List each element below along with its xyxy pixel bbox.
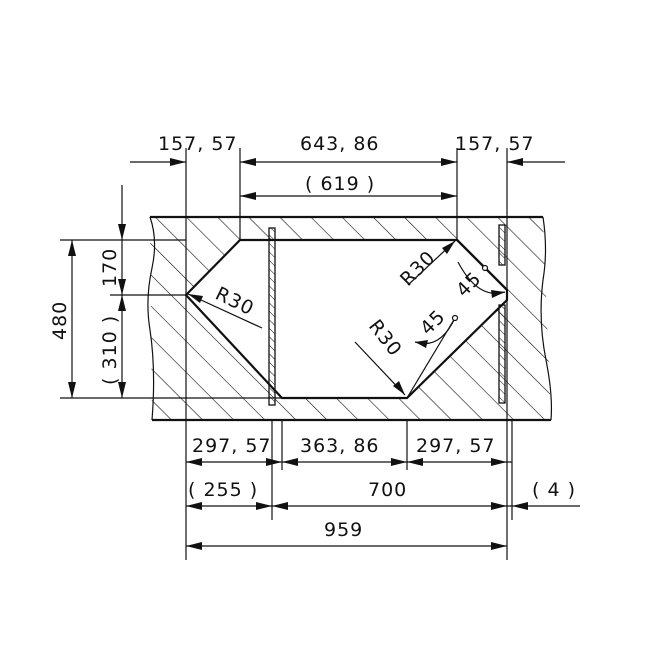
radius-left-leader	[187, 293, 263, 329]
dim-inner-ref: ( 619 )	[305, 173, 375, 195]
overall-dimension	[186, 542, 507, 550]
angle-lower-marks	[406, 314, 459, 399]
radius-right-top-leader	[407, 240, 456, 286]
bottom-dimension-row-2	[186, 502, 580, 510]
dim-bottom-mid: 363, 86	[300, 435, 380, 457]
radius-right-bottom-label: R30	[364, 316, 406, 361]
angle-upper-marks	[456, 239, 506, 298]
dim-bottom-left: 297, 57	[192, 435, 272, 457]
angle-upper-label: 45	[452, 267, 486, 301]
left-dimension-lines	[68, 185, 126, 398]
dim-top-mid: 643, 86	[300, 133, 380, 155]
top-dimension-line	[130, 158, 565, 166]
worktop-section	[147, 215, 553, 422]
radius-right-bottom-leader	[354, 341, 406, 396]
radius-left-label: R30	[212, 283, 258, 320]
bottom-dimension-row-1	[186, 458, 512, 466]
dim-overall: 959	[324, 519, 363, 541]
dim-ref-right: ( 4 )	[532, 479, 576, 501]
bowl-divider-right	[498, 224, 506, 404]
dim-ref-left: ( 255 )	[188, 479, 258, 501]
dim-height-ref: ( 310 )	[99, 315, 121, 385]
radius-right-top-label: R30	[396, 246, 440, 290]
dim-height-total: 480	[49, 301, 71, 340]
dim-bottom-right: 297, 57	[416, 435, 496, 457]
inner-ref-dimension	[240, 192, 457, 200]
dim-height-top: 170	[99, 248, 121, 287]
bowl-divider-left	[268, 227, 276, 406]
dim-top-left: 157, 57	[158, 133, 238, 155]
dim-top-right: 157, 57	[455, 133, 535, 155]
dim-span-700: 700	[368, 479, 407, 501]
extension-lines	[60, 148, 513, 560]
